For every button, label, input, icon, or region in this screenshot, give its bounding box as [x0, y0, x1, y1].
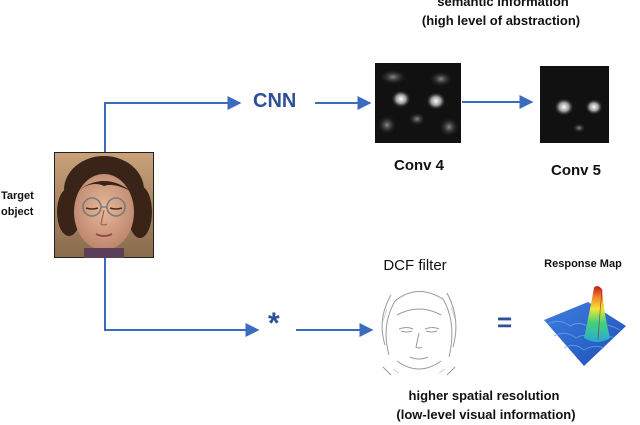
- conv5-label: Conv 5: [550, 162, 602, 179]
- conv4-label: Conv 4: [393, 157, 445, 174]
- semantic-info-line2: (high level of abstraction): [421, 13, 581, 28]
- response-map-label: Response Map: [544, 258, 622, 270]
- target-face-image: [54, 152, 154, 258]
- conv5-feature-map: [540, 66, 609, 143]
- spatial-info-line1: higher spatial resolution: [408, 388, 560, 403]
- semantic-info-line1: semantic information: [437, 0, 569, 9]
- convolution-symbol: *: [268, 307, 280, 340]
- branch-down-line: [104, 258, 260, 337]
- equals-symbol: =: [497, 307, 513, 337]
- conv4-feature-map: [375, 63, 461, 143]
- spatial-info-line2: (low-level visual information): [396, 407, 576, 422]
- response-map-image: [544, 286, 626, 366]
- cnn-label: CNN: [253, 90, 297, 112]
- target-label-line1: Target: [1, 190, 34, 202]
- dcf-filter-label: DCF filter: [383, 257, 447, 274]
- dcf-filter-image: [377, 285, 461, 377]
- branch-up-line: [104, 96, 242, 152]
- target-label-line2: object: [1, 206, 34, 218]
